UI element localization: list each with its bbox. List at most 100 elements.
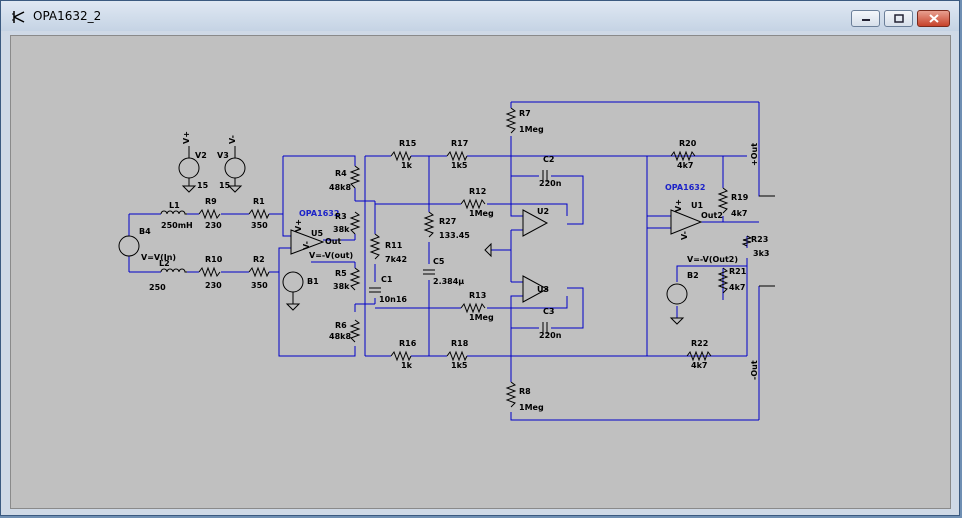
ltspice-opamp-icon bbox=[12, 11, 25, 23]
component-value-r16: 1k bbox=[401, 361, 413, 370]
window-title: OPA1632_2 bbox=[33, 9, 102, 23]
component-ref-r2: R2 bbox=[253, 255, 265, 264]
component-value-v2: 15 bbox=[197, 181, 209, 190]
component-ref-c5: C5 bbox=[433, 257, 445, 266]
ground-B1 bbox=[285, 303, 301, 311]
component-value-r22: 4k7 bbox=[691, 361, 707, 370]
resistor-R7 bbox=[505, 107, 517, 134]
component-value-r8: 1Meg bbox=[519, 403, 544, 412]
resistor-R17 bbox=[446, 150, 468, 162]
resistor-R23 bbox=[741, 235, 753, 247]
capacitor-C3 bbox=[542, 322, 548, 334]
capacitor-C5 bbox=[423, 269, 435, 275]
component-ref-r22: R22 bbox=[691, 339, 708, 348]
resistor-R21 bbox=[717, 267, 729, 294]
component-ref-r13: R13 bbox=[469, 291, 486, 300]
resistor-R10 bbox=[198, 266, 221, 278]
source-B4 bbox=[118, 235, 140, 257]
resistor-R1 bbox=[248, 208, 270, 220]
maximize-icon bbox=[893, 14, 904, 23]
component-ref-r8: R8 bbox=[519, 387, 531, 396]
minimize-button[interactable] bbox=[851, 10, 880, 27]
net-label-vminus-8: V- bbox=[302, 241, 311, 250]
component-value-r21: 4k7 bbox=[729, 283, 745, 292]
net-label-out-0: Out bbox=[325, 237, 341, 246]
component-ref-r18: R18 bbox=[451, 339, 469, 348]
component-ref-u2: U2 bbox=[537, 207, 549, 216]
schematic-drawing: V215V315B4V=V(In)L1250mHL2250R9230R10230… bbox=[118, 101, 775, 421]
resistor-R22 bbox=[686, 350, 712, 362]
component-ref-r10: R10 bbox=[205, 255, 223, 264]
component-ref-l1: L1 bbox=[169, 201, 180, 210]
resistor-R6 bbox=[349, 319, 361, 343]
component-value-r7: 1Meg bbox=[519, 125, 544, 134]
resistor-R11 bbox=[369, 233, 381, 260]
component-value-b2: V=-V(Out2) bbox=[687, 255, 738, 264]
close-icon bbox=[928, 14, 939, 23]
labels: V215V315B4V=V(In)L1250mHL2250R9230R10230… bbox=[139, 109, 769, 412]
component-ref-u3: U3 bbox=[537, 285, 549, 294]
component-ref-l2: L2 bbox=[159, 259, 170, 268]
component-ref-v3: V3 bbox=[217, 151, 229, 160]
wires bbox=[128, 101, 771, 421]
net-label-vminus-9: V- bbox=[680, 231, 689, 240]
component-value-r20: 4k7 bbox=[677, 161, 693, 170]
minimize-icon bbox=[861, 18, 870, 21]
components bbox=[118, 107, 775, 408]
maximize-button[interactable] bbox=[884, 10, 913, 27]
component-value-r10: 230 bbox=[205, 281, 222, 290]
component-value-r17: 1k5 bbox=[451, 161, 468, 170]
component-ref-b1: B1 bbox=[307, 277, 319, 286]
net-label-out-minus-3: -Out bbox=[750, 360, 759, 380]
net-label-vplus-6: V+ bbox=[674, 199, 683, 212]
component-value-r4: 48k8 bbox=[329, 183, 351, 192]
resistor-R8 bbox=[505, 381, 517, 408]
component-value-r19: 4k7 bbox=[731, 209, 747, 218]
net-label-out-plus-2: +Out bbox=[750, 143, 759, 166]
title-bar[interactable]: OPA1632_2 bbox=[1, 1, 959, 31]
component-ref-r11: R11 bbox=[385, 241, 403, 250]
component-ref-c1: C1 bbox=[381, 275, 393, 284]
component-ref-u5: U5 bbox=[311, 229, 323, 238]
net-label-vminus-7: V- bbox=[228, 135, 237, 144]
component-value-r3: 38k bbox=[333, 225, 350, 234]
component-value-b1: V=-V(out) bbox=[309, 251, 353, 260]
close-button[interactable] bbox=[917, 10, 950, 27]
component-value-r2: 350 bbox=[251, 281, 268, 290]
component-ref-r1: R1 bbox=[253, 197, 265, 206]
resistor-R13 bbox=[460, 302, 486, 314]
resistor-R19 bbox=[717, 187, 729, 214]
component-value-b4: V=V(In) bbox=[141, 253, 176, 262]
component-value-u5: OPA1632 bbox=[299, 209, 339, 218]
component-ref-u1: U1 bbox=[691, 201, 703, 210]
resistor-R20 bbox=[670, 150, 696, 162]
net-label-vplus-4: V+ bbox=[182, 131, 191, 144]
component-value-c3: 220n bbox=[539, 331, 562, 340]
component-ref-r4: R4 bbox=[335, 169, 347, 178]
component-ref-c3: C3 bbox=[543, 307, 554, 316]
resistor-R2 bbox=[248, 266, 270, 278]
component-value-r15: 1k bbox=[401, 161, 413, 170]
component-ref-c2: C2 bbox=[543, 155, 554, 164]
component-value-r6: 48k8 bbox=[329, 332, 351, 341]
component-ref-v2: V2 bbox=[195, 151, 207, 160]
component-value-l2: 250 bbox=[149, 283, 166, 292]
ground-V2 bbox=[181, 185, 197, 193]
resistor-R18 bbox=[446, 350, 468, 362]
resistor-R4 bbox=[349, 165, 361, 189]
component-value-c5: 2.384µ bbox=[433, 277, 464, 286]
opamp-U2 bbox=[522, 209, 549, 237]
opamp-U5 bbox=[290, 229, 325, 255]
component-value-r27: 133.45 bbox=[439, 231, 470, 240]
component-ref-r21: R21 bbox=[729, 267, 747, 276]
component-value-v3: 15 bbox=[219, 181, 231, 190]
net-label-out2-1: Out2 bbox=[701, 211, 723, 220]
capacitor-C2 bbox=[542, 170, 548, 182]
component-ref-r7: R7 bbox=[519, 109, 531, 118]
component-ref-r15: R15 bbox=[399, 139, 417, 148]
ground-B2 bbox=[669, 317, 685, 325]
component-value-r18: 1k5 bbox=[451, 361, 468, 370]
inductor-L2 bbox=[160, 268, 187, 273]
